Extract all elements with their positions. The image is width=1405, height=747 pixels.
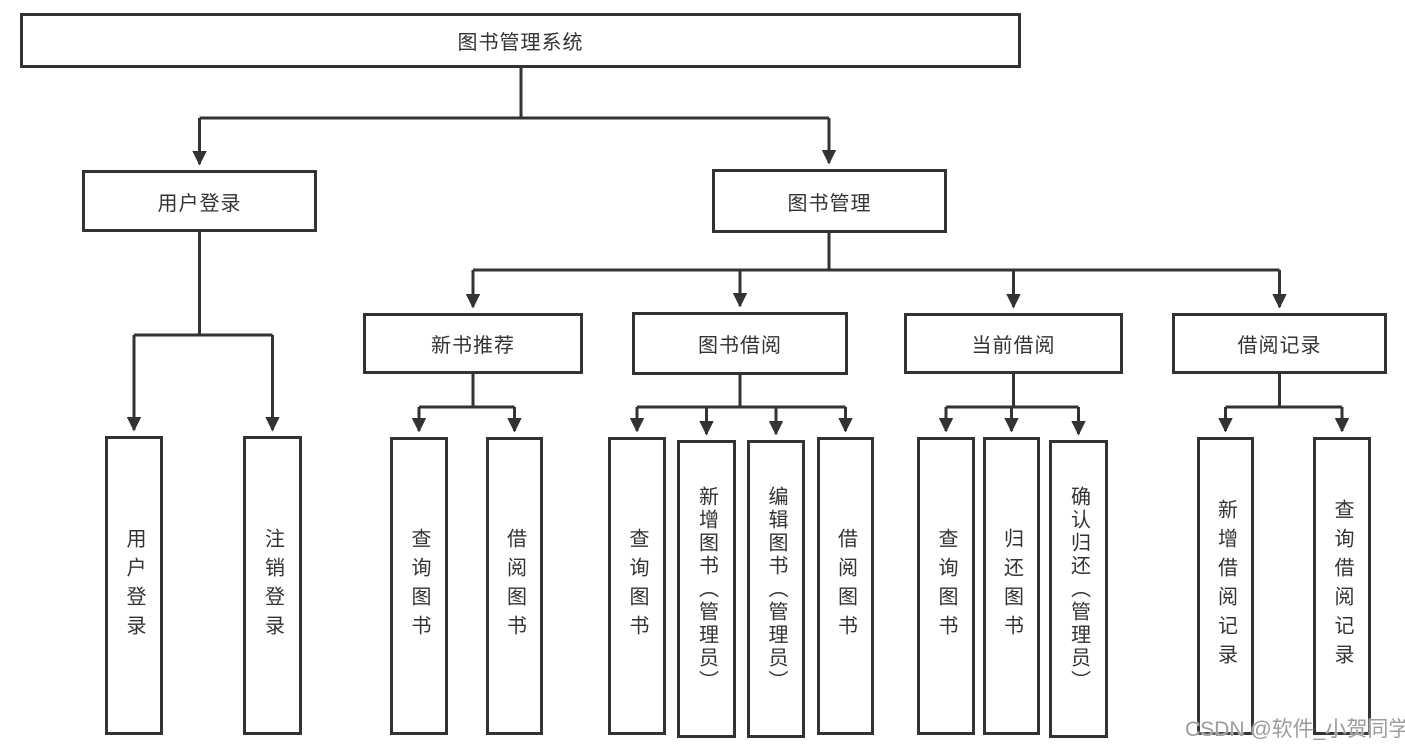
node-leaf-user-logout: 注销登录: [243, 436, 302, 735]
node-leaf-records-add-record: 新增借阅记录: [1197, 437, 1254, 735]
node-leaf-borrow-add-book-admin: 新增图书（管理员）: [677, 440, 736, 738]
node-user-login-branch: 用户登录: [82, 170, 317, 232]
node-current-borrow: 当前借阅: [904, 313, 1123, 374]
node-book-management-branch: 图书管理: [712, 169, 947, 233]
node-leaf-user-login: 用户登录: [105, 436, 163, 735]
node-leaf-borrow-edit-book-admin: 编辑图书（管理员）: [747, 440, 805, 738]
node-root: 图书管理系统: [20, 13, 1021, 68]
node-leaf-borrow-query-book: 查询图书: [608, 437, 666, 735]
node-new-book-recommend: 新书推荐: [363, 313, 583, 374]
node-leaf-current-confirm-return-admin: 确认归还（管理员）: [1049, 440, 1108, 738]
node-leaf-recommend-query-book: 查询图书: [390, 437, 448, 735]
node-leaf-current-return-book: 归还图书: [983, 437, 1040, 735]
csdn-watermark: CSDN @软件_小贺同学: [1185, 718, 1405, 741]
node-leaf-records-query-record: 查询借阅记录: [1313, 437, 1371, 735]
node-leaf-current-query-book: 查询图书: [917, 437, 975, 735]
node-leaf-recommend-borrow-book: 借阅图书: [486, 437, 543, 735]
node-book-borrow: 图书借阅: [632, 312, 848, 375]
node-borrow-records: 借阅记录: [1172, 313, 1387, 374]
node-leaf-borrow-borrow-book: 借阅图书: [817, 437, 874, 735]
